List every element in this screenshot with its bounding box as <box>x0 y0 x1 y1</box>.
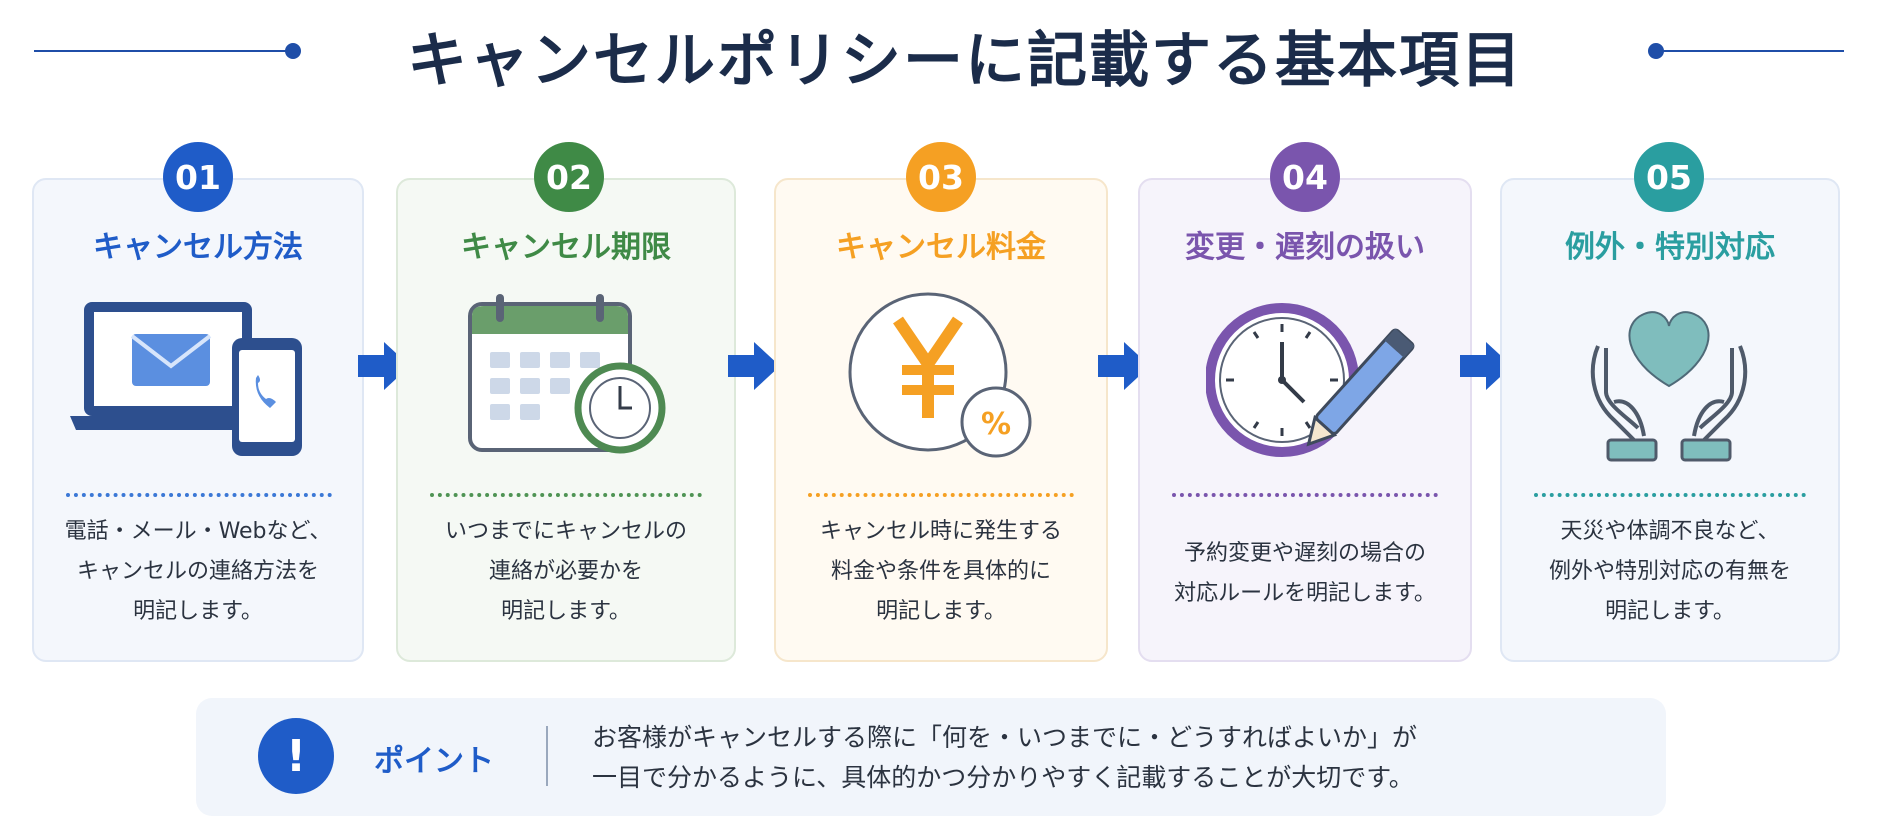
step-title-4: 変更・遅刻の扱い <box>1185 230 1425 265</box>
step-divider-3 <box>808 493 1074 497</box>
step-number-badge-4: 04 <box>1270 142 1340 212</box>
step-divider-2 <box>430 493 702 497</box>
step-description-line: 例外や特別対応の有無を <box>1548 559 1791 584</box>
title-decor-line-left <box>34 50 290 52</box>
step-description-line: 予約変更や遅刻の場合の <box>1183 541 1426 566</box>
step-number-badge-3: 03 <box>906 142 976 212</box>
step-description-line: 明記します。 <box>501 599 631 624</box>
hands-heart-icon <box>1590 311 1748 462</box>
step-description-1: 電話・メール・Webなど、 キャンセルの連絡方法を 明記します。 <box>32 512 364 632</box>
calendar-clock-icon <box>468 294 666 454</box>
point-text: お客様がキャンセルする際に「何を・いつまでに・どうすればよいか」が 一目で分かる… <box>592 718 1417 798</box>
step-title-3: キャンセル料金 <box>836 230 1046 265</box>
svg-text:%: % <box>981 407 1011 442</box>
arrow-right-icon <box>1460 342 1512 390</box>
step-description-line: いつまでにキャンセルの <box>444 519 687 544</box>
arrow-right-icon <box>728 342 780 390</box>
step-divider-5 <box>1534 493 1806 497</box>
step-divider-1 <box>66 493 332 497</box>
laptop-phone-mail-icon <box>70 302 302 456</box>
step-description-4: 予約変更や遅刻の場合の 対応ルールを明記します。 <box>1138 534 1472 614</box>
title-decor-dot-right <box>1648 43 1664 59</box>
point-text-line: 一目で分かるように、具体的かつ分かりやすく記載することが大切です。 <box>592 763 1414 792</box>
step-title-1: キャンセル方法 <box>93 230 303 265</box>
step-description-5: 天災や体調不良など、 例外や特別対応の有無を 明記します。 <box>1500 512 1840 632</box>
yen-percent-icon: % <box>848 292 1032 458</box>
point-separator <box>546 726 548 786</box>
step-description-line: 明記します。 <box>1605 599 1735 624</box>
point-box <box>196 698 1666 816</box>
step-description-line: 料金や条件を具体的に <box>830 559 1051 584</box>
title-decor-line-right <box>1660 50 1844 52</box>
step-number-badge-2: 02 <box>534 142 604 212</box>
step-description-3: キャンセル時に発生する 料金や条件を具体的に 明記します。 <box>774 512 1108 632</box>
step-description-line: キャンセルの連絡方法を <box>76 559 319 584</box>
step-description-line: 明記します。 <box>133 599 263 624</box>
step-number-badge-5: 05 <box>1634 142 1704 212</box>
step-card-5 <box>1500 178 1840 662</box>
step-description-line: 対応ルールを明記します。 <box>1174 581 1436 606</box>
exclamation-icon: ! <box>258 718 334 794</box>
step-description-2: いつまでにキャンセルの 連絡が必要かを 明記します。 <box>396 512 736 632</box>
step-title-5: 例外・特別対応 <box>1565 230 1775 265</box>
step-number-badge-1: 01 <box>163 142 233 212</box>
clock-pencil-icon <box>1206 303 1415 457</box>
step-title-2: キャンセル期限 <box>461 230 671 265</box>
step-description-line: 天災や体調不良など、 <box>1560 519 1780 544</box>
step-description-line: 明記します。 <box>876 599 1006 624</box>
arrow-right-icon <box>1098 342 1150 390</box>
step-description-line: キャンセル時に発生する <box>819 519 1062 544</box>
point-text-line: お客様がキャンセルする際に「何を・いつまでに・どうすればよいか」が <box>592 723 1418 752</box>
step-description-line: 電話・メール・Webなど、 <box>64 519 332 544</box>
step-description-line: 連絡が必要かを <box>488 559 643 584</box>
page-title: キャンセルポリシーに記載する基本項目 <box>407 26 1523 96</box>
step-divider-4 <box>1172 493 1438 497</box>
title-row: キャンセルポリシーに記載する基本項目 <box>0 0 1881 104</box>
title-decor-dot-left <box>285 43 301 59</box>
point-label: ポイント <box>374 744 494 779</box>
